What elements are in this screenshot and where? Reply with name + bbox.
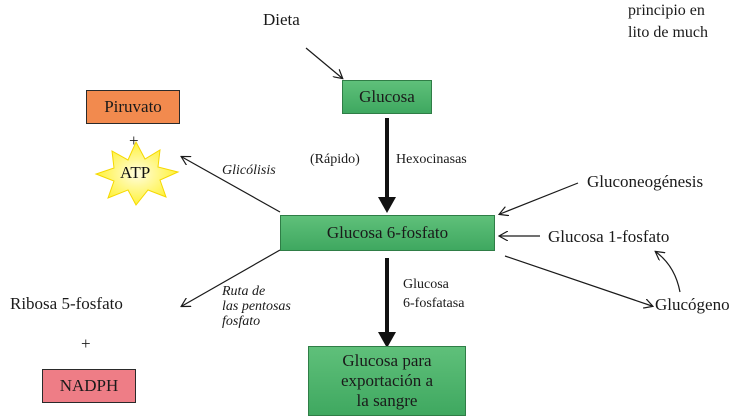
piruvato-box: Piruvato	[86, 90, 180, 124]
arrow-glucogeno-g1p	[656, 252, 681, 293]
dieta-label: Dieta	[263, 10, 300, 29]
arrow-dieta-glucosa	[305, 47, 342, 78]
g6p-box: Glucosa 6-fosfato	[280, 215, 495, 251]
rapido-label: (Rápido)	[310, 152, 360, 167]
corner-text-bottom: lito de much	[628, 24, 708, 41]
g1p-label: Glucosa 1-fosfato	[548, 227, 670, 246]
g6pasa-line-1: Glucosa	[403, 277, 449, 292]
nadph-box: NADPH	[42, 369, 136, 403]
ruta-line-2: las pentosas	[222, 299, 291, 314]
gluconeogenesis-label: Gluconeogénesis	[587, 172, 704, 191]
glucosa-box: Glucosa	[342, 80, 432, 114]
glicolisis-label: Glicólisis	[222, 163, 276, 178]
arrow-g6p-glicolisis	[182, 157, 281, 213]
atp-star	[94, 140, 180, 206]
arrow-gluconeo-g6p	[500, 182, 579, 214]
ruta-pentosas-label: Ruta de las pentosas fosfato	[222, 284, 291, 329]
export-line-2: exportación a	[340, 371, 434, 390]
g6pasa-line-2: 6-fosfatasa	[403, 296, 465, 311]
plus-top: +	[129, 131, 139, 150]
hexocinasas-label: Hexocinasas	[396, 152, 467, 167]
ruta-line-1: Ruta de	[222, 284, 266, 299]
ruta-line-3: fosfato	[222, 314, 261, 329]
arrow-g6p-glucogeno	[504, 255, 652, 306]
export-box: Glucosa para exportación a la sangre	[308, 346, 466, 416]
export-line-1: Glucosa para	[342, 351, 432, 370]
corner-text-top: principio en	[628, 2, 705, 19]
g6pasa-label: Glucosa 6-fosfatasa	[403, 275, 464, 313]
export-line-3: la sangre	[356, 391, 418, 410]
plus-bottom: +	[81, 334, 91, 353]
arrow-g6p-pentosas	[182, 249, 281, 306]
glucogeno-label: Glucógeno	[655, 295, 730, 314]
atp-label: ATP	[120, 163, 151, 182]
ribosa-label: Ribosa 5-fosfato	[10, 294, 123, 313]
